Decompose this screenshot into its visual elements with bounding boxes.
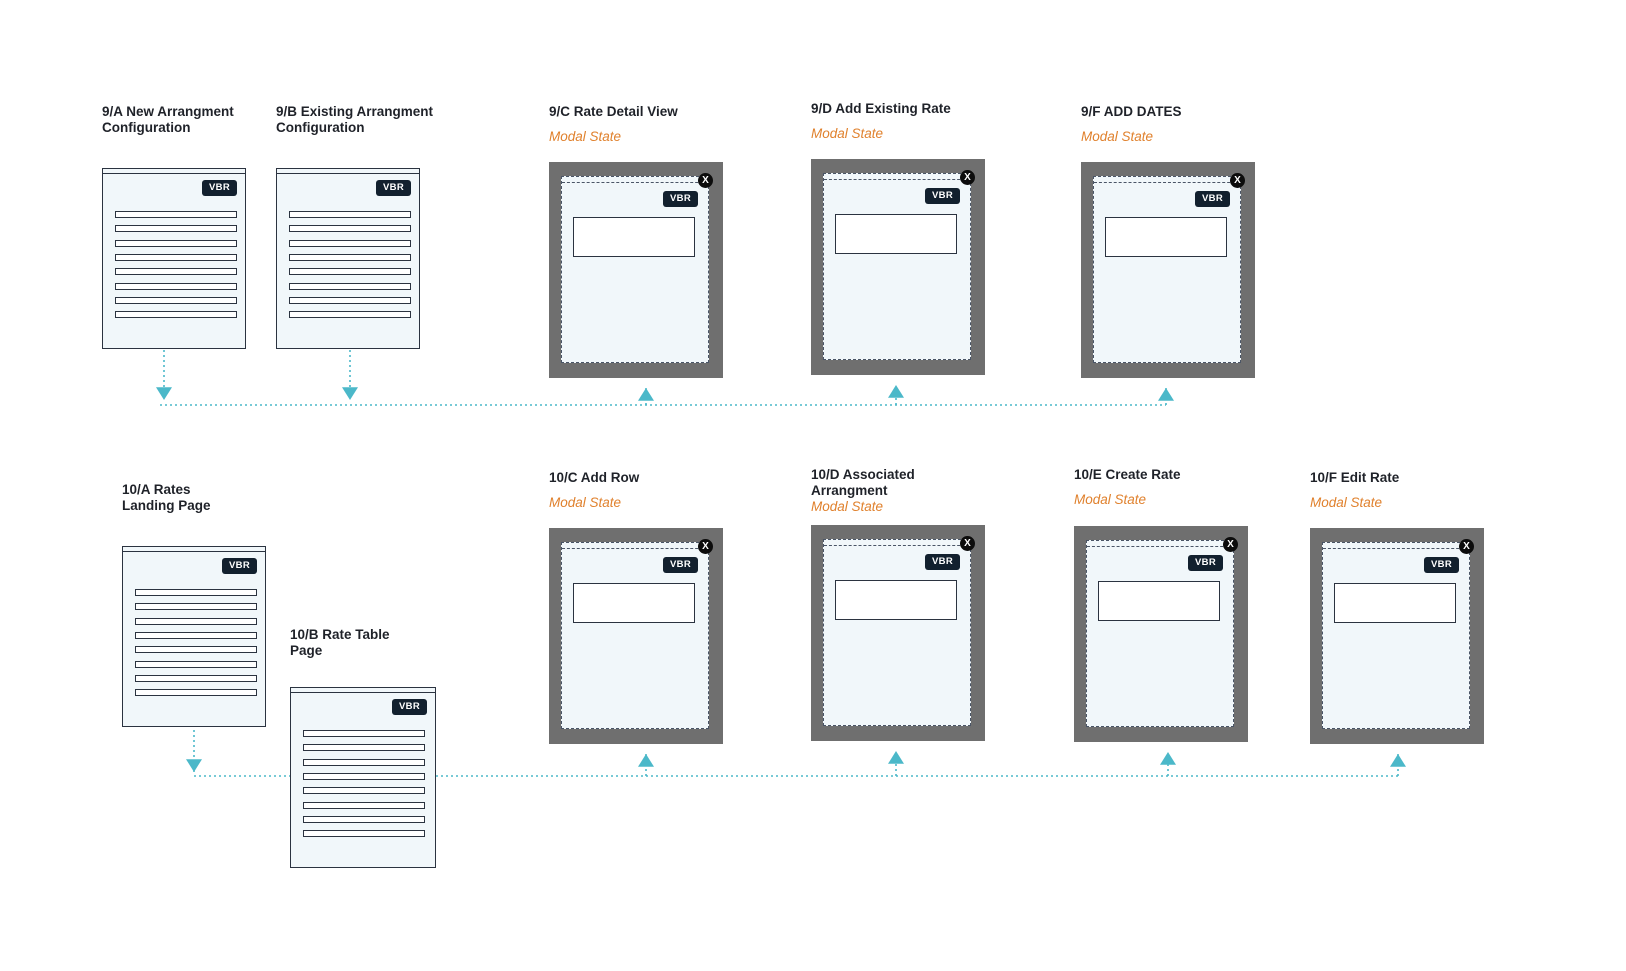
screen-title-10c: 10/C Add Row	[549, 470, 640, 485]
screen-title-10e: 10/E Create Rate	[1074, 467, 1181, 482]
modal-wireframe-10c[interactable]: VBR X	[549, 528, 723, 744]
placeholder-row	[115, 253, 237, 261]
placeholder-row	[115, 211, 237, 218]
vbr-badge: VBR	[663, 557, 698, 573]
screen-title-10d: 10/D Associated Arrangment	[811, 467, 915, 498]
page-wireframe-10a[interactable]: VBR	[122, 546, 266, 727]
modal-state-label-10e: Modal State	[1074, 492, 1147, 507]
modal-state-label-10f: Modal State	[1310, 495, 1383, 510]
modal-wireframe-9d[interactable]: VBR X	[811, 159, 985, 375]
modal-input-box	[835, 214, 957, 254]
placeholder-row	[115, 296, 237, 304]
screen-title-9c: 9/C Rate Detail View	[549, 104, 678, 119]
page-wireframe-9a[interactable]: VBR	[102, 168, 246, 349]
close-icon[interactable]: X	[960, 170, 975, 185]
modal-wireframe-10e[interactable]: VBR X	[1074, 526, 1248, 742]
placeholder-row	[289, 225, 411, 233]
placeholder-row	[135, 646, 257, 654]
placeholder-row	[289, 239, 411, 247]
placeholder-row	[115, 268, 237, 276]
placeholder-row	[135, 674, 257, 682]
modal-state-label-9f: Modal State	[1081, 129, 1154, 144]
page-wireframe-10b[interactable]: VBR	[290, 687, 436, 868]
placeholder-row	[289, 282, 411, 290]
placeholder-row	[135, 660, 257, 668]
placeholder-row	[303, 830, 425, 838]
modal-input-box	[835, 580, 957, 620]
placeholder-row	[303, 744, 425, 752]
placeholder-row	[115, 282, 237, 290]
modal-wireframe-9f[interactable]: VBR X	[1081, 162, 1255, 378]
placeholder-row	[289, 296, 411, 304]
modal-state-label-9c: Modal State	[549, 129, 622, 144]
modal-wireframe-9c[interactable]: VBR X	[549, 162, 723, 378]
screen-title-10f: 10/F Edit Rate	[1310, 470, 1400, 485]
vbr-badge: VBR	[376, 180, 411, 196]
modal-wireframe-10d[interactable]: VBR X	[811, 525, 985, 741]
placeholder-row	[289, 253, 411, 261]
screen-title-9b: 9/B Existing Arrangment Configuration	[276, 104, 434, 135]
placeholder-row	[115, 239, 237, 247]
close-icon[interactable]: X	[960, 536, 975, 551]
modal-input-box	[1098, 581, 1220, 621]
modal-state-label-9d: Modal State	[811, 126, 884, 141]
vbr-badge: VBR	[1424, 557, 1459, 573]
placeholder-row	[289, 311, 411, 319]
vbr-badge: VBR	[925, 188, 960, 204]
placeholder-row	[135, 689, 257, 697]
close-icon[interactable]: X	[698, 539, 713, 554]
close-icon[interactable]: X	[698, 173, 713, 188]
vbr-badge: VBR	[1188, 555, 1223, 571]
modal-input-box	[573, 217, 695, 257]
modal-input-box	[573, 583, 695, 623]
vbr-badge: VBR	[392, 699, 427, 715]
vbr-badge: VBR	[663, 191, 698, 207]
placeholder-row	[135, 589, 257, 596]
vbr-badge: VBR	[1195, 191, 1230, 207]
placeholder-row	[303, 787, 425, 795]
placeholder-row	[303, 815, 425, 823]
placeholder-row	[289, 211, 411, 218]
vbr-badge: VBR	[222, 558, 257, 574]
vbr-badge: VBR	[202, 180, 237, 196]
modal-state-label-10c: Modal State	[549, 495, 622, 510]
placeholder-row	[115, 225, 237, 233]
vbr-badge: VBR	[925, 554, 960, 570]
modal-wireframe-10f[interactable]: VBR X	[1310, 528, 1484, 744]
screen-title-9a: 9/A New Arrangment Configuration	[102, 104, 234, 135]
placeholder-row	[135, 603, 257, 611]
placeholder-row	[135, 617, 257, 625]
placeholder-row	[303, 758, 425, 766]
screen-title-9f: 9/F ADD DATES	[1081, 104, 1182, 119]
page-wireframe-9b[interactable]: VBR	[276, 168, 420, 349]
screen-title-10b: 10/B Rate Table Page	[290, 627, 390, 658]
screen-title-9d: 9/D Add Existing Rate	[811, 101, 951, 116]
close-icon[interactable]: X	[1223, 537, 1238, 552]
modal-state-label-10d: Modal State	[811, 499, 884, 514]
placeholder-row	[303, 730, 425, 737]
placeholder-row	[115, 311, 237, 319]
screen-title-10a: 10/A Rates Landing Page	[122, 482, 211, 513]
placeholder-row	[303, 801, 425, 809]
close-icon[interactable]: X	[1230, 173, 1245, 188]
close-icon[interactable]: X	[1459, 539, 1474, 554]
placeholder-row	[289, 268, 411, 276]
placeholder-row	[303, 772, 425, 780]
modal-input-box	[1105, 217, 1227, 257]
placeholder-row	[135, 631, 257, 639]
modal-input-box	[1334, 583, 1456, 623]
